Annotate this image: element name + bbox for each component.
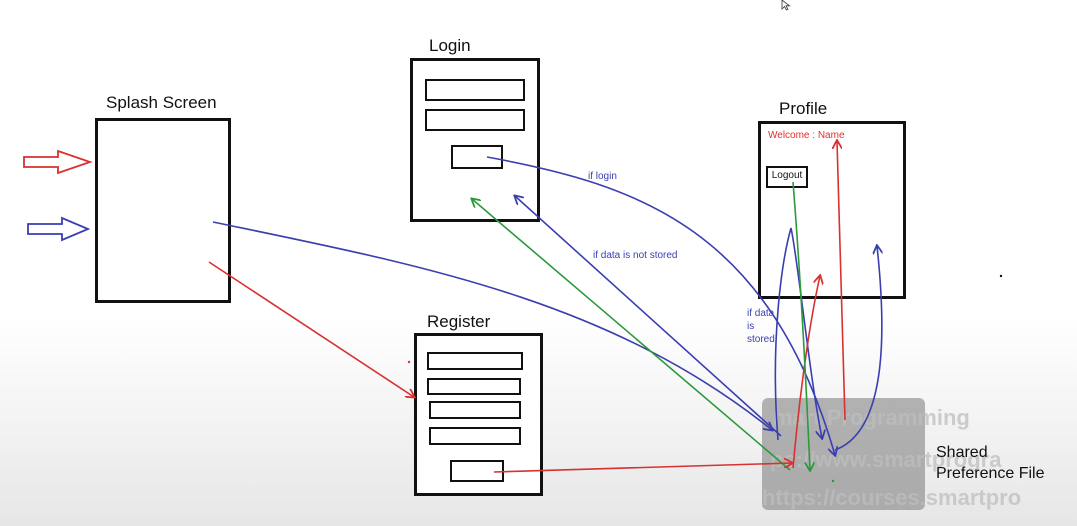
entry-arrow-red bbox=[23, 149, 93, 175]
register-field-2 bbox=[427, 378, 521, 395]
if-stored-label-3: stored bbox=[747, 334, 775, 345]
splash-to-register-arrow bbox=[208, 261, 414, 397]
splash-to-shared-arrow bbox=[212, 221, 772, 430]
shared-to-login-green-arrow bbox=[472, 199, 791, 471]
logout-to-shared-arrow bbox=[792, 181, 810, 470]
login-screen-box bbox=[410, 58, 540, 222]
register-screen-title: Register bbox=[427, 312, 491, 331]
dot-3 bbox=[831, 479, 835, 483]
login-username-field bbox=[425, 79, 525, 101]
shared-to-profile-arrow-1 bbox=[774, 227, 822, 440]
entry-arrow-blue bbox=[27, 216, 91, 242]
login-button bbox=[451, 145, 503, 169]
shared-preference-line-2: Preference File bbox=[936, 465, 1045, 482]
register-field-3 bbox=[429, 401, 521, 419]
login-screen-title: Login bbox=[429, 36, 471, 55]
register-field-1 bbox=[427, 352, 523, 370]
logout-button: Logout bbox=[766, 166, 808, 188]
login-password-field bbox=[425, 109, 525, 131]
splash-screen-title: Splash Screen bbox=[106, 93, 217, 112]
shared-to-welcome-arrow bbox=[837, 141, 846, 421]
shared-to-login-arrow bbox=[515, 196, 782, 437]
if-not-stored-label: if data is not stored bbox=[593, 250, 678, 261]
welcome-text: Welcome : Name bbox=[768, 130, 845, 141]
register-field-4 bbox=[429, 427, 521, 445]
cursor-icon bbox=[781, 0, 791, 11]
shared-to-profile-red-arrow bbox=[792, 276, 820, 469]
watermark-line-3: https://courses.smartpro bbox=[762, 485, 1022, 510]
dot-1 bbox=[999, 274, 1003, 278]
shared-to-profile-arrow-2 bbox=[834, 246, 882, 451]
dot-2 bbox=[407, 360, 411, 364]
login-to-shared-arrow bbox=[486, 156, 835, 455]
shared-preference-label: Shared Preference File bbox=[936, 442, 1045, 484]
splash-screen-box bbox=[95, 118, 231, 303]
register-to-shared-arrow bbox=[493, 463, 792, 473]
if-login-label: if login bbox=[588, 171, 617, 182]
register-screen-box bbox=[414, 333, 543, 496]
profile-screen-title: Profile bbox=[779, 99, 828, 118]
if-stored-label-2: is bbox=[747, 321, 755, 332]
shared-preference-line-1: Shared bbox=[936, 444, 988, 461]
watermark-panel bbox=[762, 398, 925, 510]
if-stored-label-1: if data bbox=[747, 308, 775, 319]
